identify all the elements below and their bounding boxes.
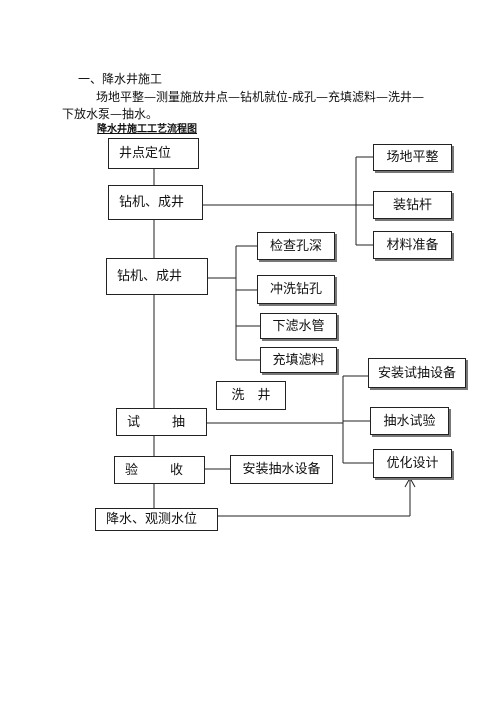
sub-flush-hole: 冲洗钻孔 <box>257 275 335 304</box>
sub-check-hole-depth: 检查孔深 <box>257 232 335 260</box>
arrow-head <box>404 476 416 488</box>
prep-site-leveling: 场地平整 <box>373 144 452 171</box>
step-drill-well-2: 钻机、成井 <box>106 258 208 295</box>
step-dewater-monitor: 降水、观测水位 <box>95 508 218 531</box>
step-drill-well: 钻机、成井 <box>108 185 203 220</box>
section-heading: 一、降水井施工 <box>78 72 163 86</box>
prep-materials: 材料准备 <box>373 231 452 259</box>
trial-optimize-design: 优化设计 <box>373 449 452 478</box>
sub-fill-filter-material: 充填滤料 <box>260 347 337 373</box>
step-well-washing: 洗 井 <box>216 381 286 410</box>
step-well-point-locate: 井点定位 <box>108 138 199 169</box>
sub-lower-filter-pipe: 下滤水管 <box>260 313 337 339</box>
accept-install-pump-equipment: 安装抽水设备 <box>230 455 333 484</box>
step-acceptance: 验 收 <box>114 456 205 484</box>
section-paragraph: 场地平整—测量施放井点—钻机就位-成孔—充填滤料—洗井—下放水泵—抽水。 <box>62 90 425 121</box>
step-trial-pumping: 试 抽 <box>116 408 207 436</box>
diagram-title: 降水井施工工艺流程图 <box>97 124 197 135</box>
trial-install-equipment: 安装试抽设备 <box>368 358 466 388</box>
prep-install-drill-rod: 装钻杆 <box>373 191 452 219</box>
trial-pumping-test: 抽水试验 <box>370 407 449 435</box>
